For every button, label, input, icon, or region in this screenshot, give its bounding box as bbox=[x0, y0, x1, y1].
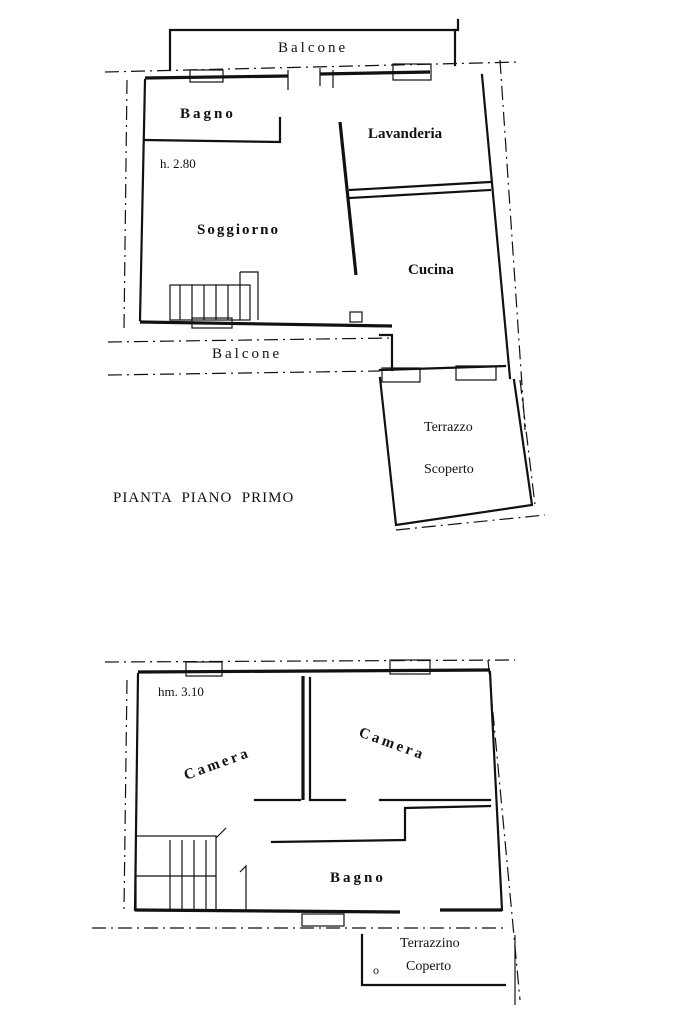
label-bagno-first: Bagno bbox=[180, 106, 236, 122]
label-lavanderia: Lavanderia bbox=[368, 126, 443, 142]
second-floor-plan bbox=[92, 659, 521, 1005]
window-cucina bbox=[381, 367, 421, 383]
height-note-first: h. 2.80 bbox=[160, 156, 196, 171]
plan-title-first-floor: PIANTA PIANO PRIMO bbox=[113, 490, 294, 506]
first-floor-plan bbox=[104, 18, 546, 531]
label-balcone-bottom: Balcone bbox=[212, 346, 282, 362]
label-scoperto: Scoperto bbox=[424, 462, 474, 477]
outer-wall-bottom bbox=[139, 320, 393, 328]
outer-wall-left bbox=[138, 78, 147, 322]
staircase-first-floor bbox=[169, 271, 259, 329]
terrazzino-coperto-area bbox=[360, 933, 516, 1005]
label-soggiorno: Soggiorno bbox=[197, 222, 280, 238]
label-camera-right: Camera bbox=[357, 725, 428, 764]
door-top bbox=[287, 68, 334, 90]
window-top-right-2 bbox=[389, 659, 431, 675]
outer-wall-right bbox=[480, 73, 512, 380]
axis-line-left-2 bbox=[123, 679, 128, 911]
outer-wall-top-2 bbox=[137, 668, 491, 674]
staircase-second-floor bbox=[135, 827, 247, 911]
window-bottom-2 bbox=[301, 913, 345, 927]
cucina-bottom-wall bbox=[378, 364, 507, 372]
window-cucina-2 bbox=[455, 365, 497, 381]
outer-wall-bottom-2 bbox=[134, 908, 502, 914]
height-note-second: hm. 3.10 bbox=[158, 684, 204, 699]
chimney bbox=[349, 311, 363, 323]
outer-wall-top bbox=[144, 70, 431, 80]
top-balcony bbox=[168, 18, 460, 72]
outer-wall-right-2 bbox=[488, 670, 504, 912]
axis-line-right bbox=[499, 59, 526, 431]
label-terrazzino: Terrazzino bbox=[400, 936, 460, 951]
axis-line-top bbox=[104, 61, 521, 73]
lavanderia-wall-vertical bbox=[338, 121, 358, 276]
camera-right-wall bbox=[308, 676, 347, 802]
label-coperto: Coperto bbox=[406, 959, 451, 974]
label-terrazzo: Terrazzo bbox=[424, 420, 473, 435]
label-camera-left: Camera bbox=[182, 745, 253, 784]
label-bagno-second: Bagno bbox=[330, 870, 386, 886]
window-top-left bbox=[189, 69, 224, 83]
bottom-balcony bbox=[107, 333, 394, 376]
label-balcone-top: Balcone bbox=[278, 40, 348, 56]
window-top-right bbox=[392, 63, 432, 81]
window-top-left-2 bbox=[185, 661, 223, 677]
bagno-partition bbox=[143, 116, 282, 144]
label-terrazzino-mark: o bbox=[373, 963, 379, 977]
lavanderia-wall-horizontal bbox=[348, 180, 492, 200]
label-cucina: Cucina bbox=[408, 262, 454, 278]
axis-line-left bbox=[123, 79, 128, 331]
corridor-wall bbox=[270, 804, 492, 844]
axis-line-top-2 bbox=[104, 659, 516, 663]
terrazzo-scoperto-area bbox=[378, 376, 546, 531]
